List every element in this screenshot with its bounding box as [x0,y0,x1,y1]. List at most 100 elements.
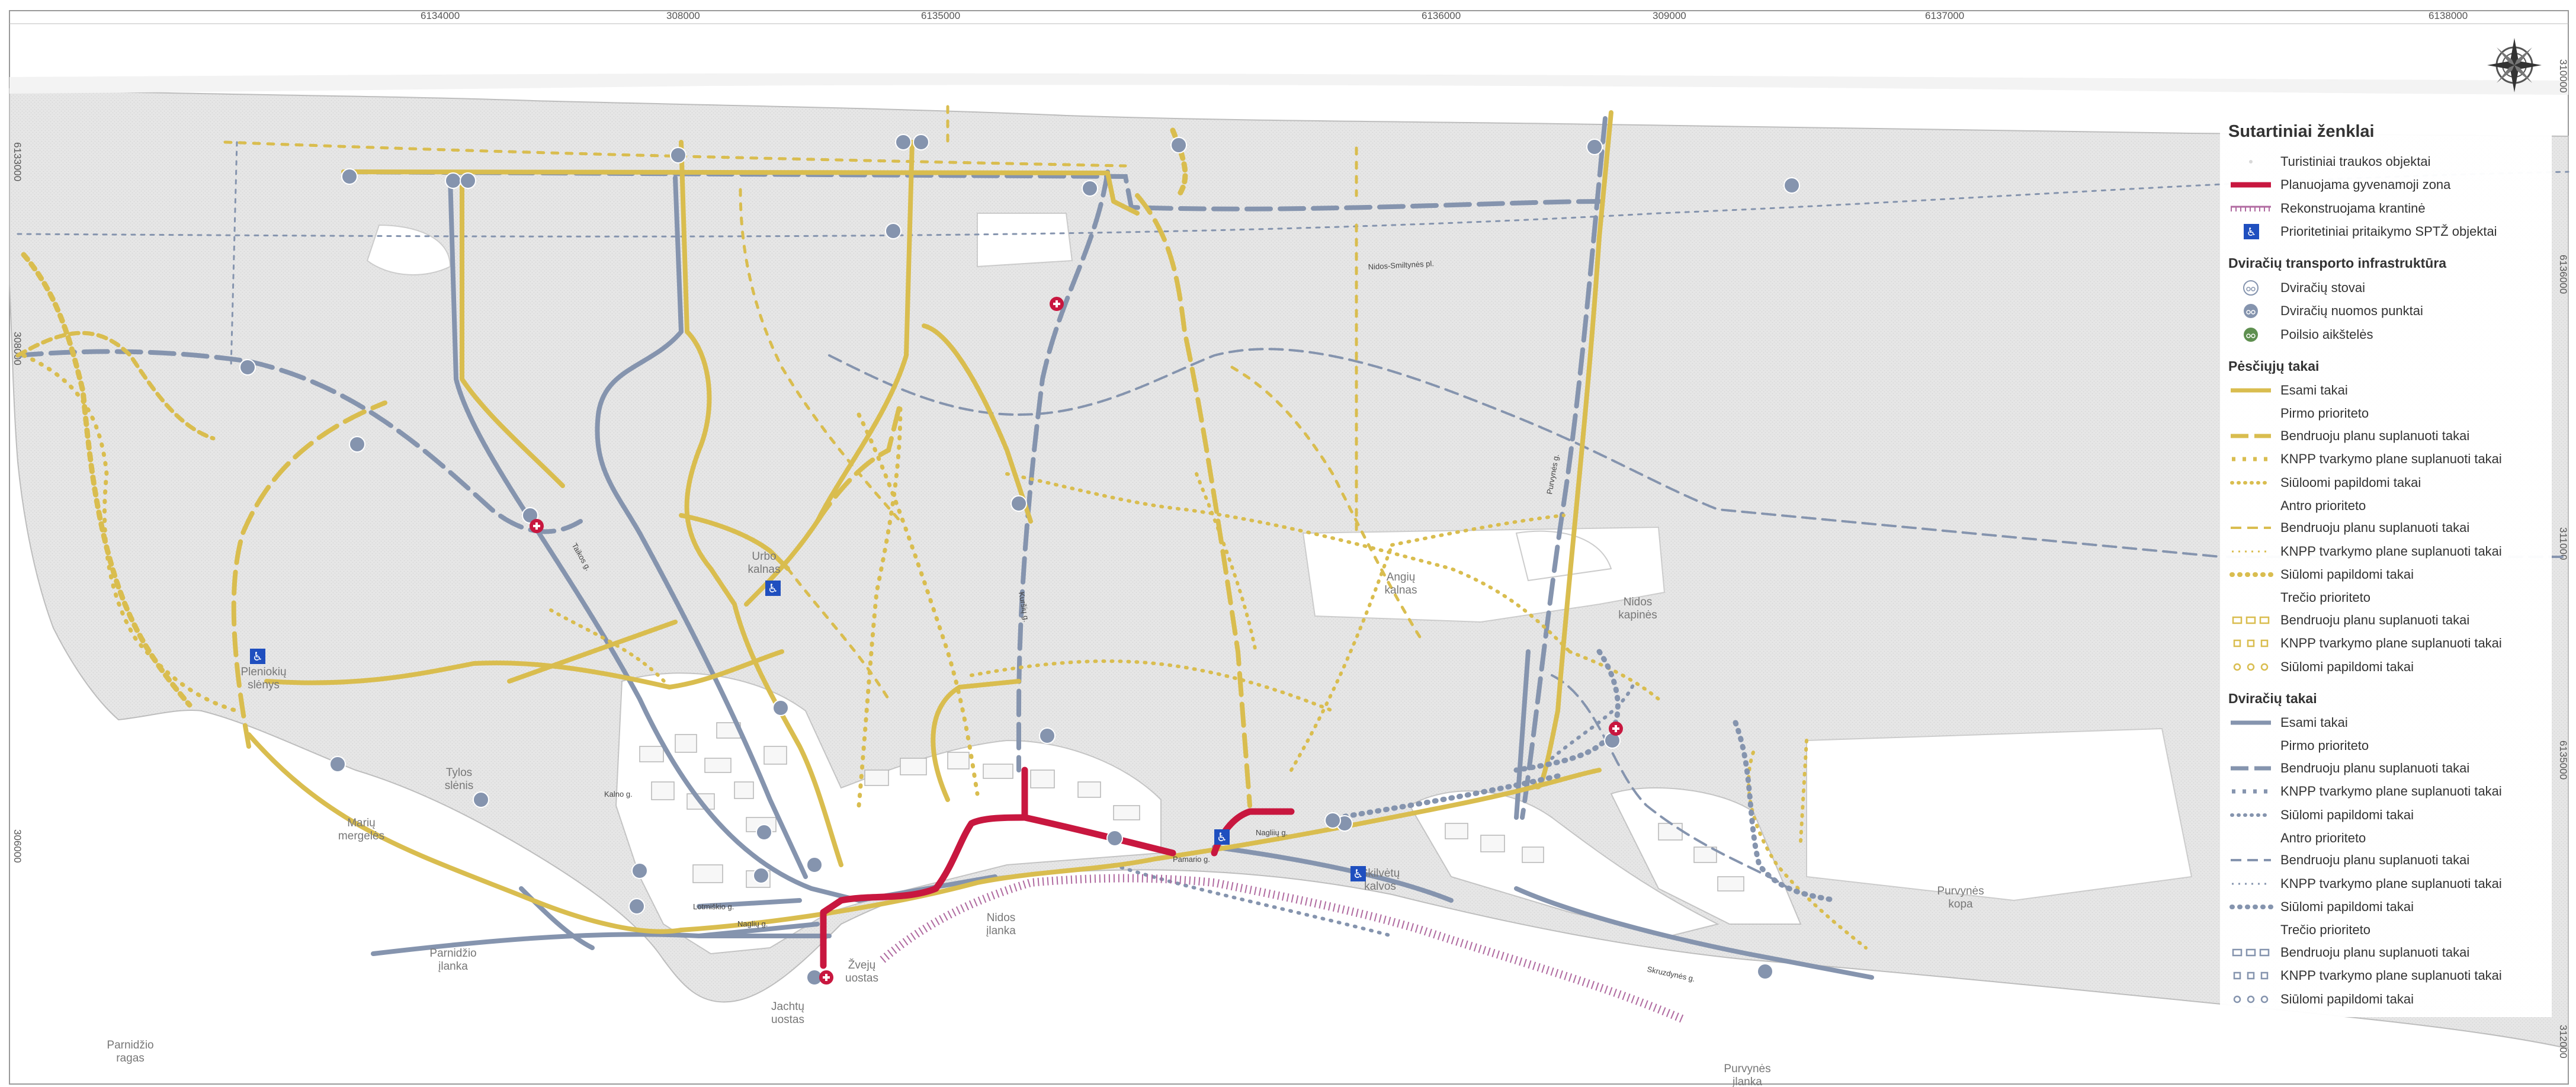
accessibility-icon[interactable]: ♿ [765,581,781,596]
place-label: Pleniokių [240,666,286,678]
walk-p1-proposed-line [2230,480,2273,485]
legend-label: Bendruoju planu suplanuoti takai [2280,944,2470,960]
legend-label: Siūlomi papildomi takai [2280,991,2414,1006]
bike-parking-icon[interactable] [460,172,476,189]
accessibility-icon[interactable]: ♿ [250,649,265,664]
walk-p3-general-line [2232,616,2270,624]
place-label: kopa [1948,898,1973,910]
place-label: įlanka [438,960,468,973]
bike-paths-existing [371,175,1874,980]
legend-row-quay: Rekonstruojama krantinė [2228,197,2546,220]
legend-row-walk-p1-general: Bendruoju planu suplanuoti takai [2228,424,2546,448]
accessibility-markers: ♿ ♿ ♿ ♿ [250,581,1366,881]
bike-parking-icon[interactable] [895,134,912,150]
walk-p2-knpp-line [2232,550,2271,553]
bike-parking-icon[interactable] [631,862,648,879]
bike-parking-icon[interactable] [522,507,538,524]
street-label: Naglių g. [737,919,768,928]
bike-parking-icon[interactable] [1586,139,1603,155]
quay-line-icon [2231,206,2271,211]
compass-rose-icon [2487,38,2542,92]
bike-parking-icon[interactable] [885,223,902,239]
place-label: slėnis [445,780,474,792]
accessibility-icon[interactable]: ♿ [1214,829,1230,845]
bike-parking-icon[interactable] [1106,830,1123,846]
beach-band [9,73,2568,95]
coord-label: 6136000 [1422,10,1461,21]
place-label: mergelės [338,830,384,842]
legend-priority: Trečio prioriteto [2280,922,2371,937]
legend-row-walk-p3-general: Bendruoju planu suplanuoti takai [2228,608,2546,632]
first-aid-icon[interactable] [819,970,833,985]
bike-parking-icon[interactable] [772,700,789,716]
legend-row-bike-rental: Dviračių nuomos punktai [2228,300,2546,323]
bike-parking-icon[interactable] [341,168,358,185]
legend-row-bike-p1-proposed: Siūlomi papildomi takai [2228,803,2546,827]
bike-parking-icon[interactable] [1039,727,1056,744]
legend-row-bike-p3-general: Bendruoju planu suplanuoti takai [2228,941,2546,964]
coord-label: 309000 [1653,10,1686,21]
bike-parking-icon [2243,280,2259,296]
legend-row-bike-p3-proposed: Siūlomi papildomi takai [2228,987,2546,1011]
street-label: Lotmiškio g. [693,902,734,911]
svg-text:♿: ♿ [252,649,263,663]
coord-label: 308000 [12,332,23,365]
first-aid-icon[interactable] [1609,722,1623,736]
coord-label: 6137000 [1925,10,1964,21]
bike-parking-icon[interactable] [1757,963,1773,980]
bike-parking-icon[interactable] [756,824,772,841]
place-label: Parnidžio [107,1039,153,1051]
bike-p1-knpp-line [2232,789,2271,794]
walk-p2-general-line [2231,527,2271,530]
legend-heading-bike-infra: Dviračių transporto infrastruktūra [2228,255,2447,271]
bike-parking-markers [239,134,1800,986]
legend-label: KNPP tvarkymo plane suplanuoti takai [2280,876,2502,891]
legend-label: Esami takai [2280,715,2348,730]
legend-row-bike-p3-knpp: KNPP tvarkymo plane suplanuoti takai [2228,964,2546,988]
bike-parking-icon[interactable] [349,436,365,453]
bike-parking-icon[interactable] [628,898,645,915]
legend-label: Esami takai [2280,383,2348,398]
bike-parking-icon[interactable] [670,147,686,163]
legend-label: Siūloomi papildomi takai [2280,474,2421,490]
bike-parking-icon[interactable] [913,134,929,150]
bike-parking-icon[interactable] [239,359,256,376]
place-labels: Urbo kalnas Angių kalnas Nidos kapinės P… [107,550,1984,1087]
legend-row-walk-p1-knpp: KNPP tvarkymo plane suplanuoti takai [2228,448,2546,472]
walk-p2-proposed-line [2229,572,2273,578]
legend-row-bike-p1-general: Bendruoju planu suplanuoti takai [2228,756,2546,780]
bike-parking-icon[interactable] [1324,812,1341,829]
legend-label: Bendruoju planu suplanuoti takai [2280,612,2470,627]
bike-parking-icon[interactable] [1170,137,1187,153]
coord-label: 312000 [2558,1025,2569,1059]
legend-label: Prioritetiniai pritaikymo SPTŽ objektai [2280,224,2497,239]
first-aid-icon[interactable] [1050,297,1064,311]
bike-parking-icon[interactable] [329,756,346,772]
bike-parking-icon[interactable] [753,867,769,884]
coord-label: 6136000 [2558,255,2569,294]
place-label: Jachtų [771,1001,804,1013]
legend-label: KNPP tvarkymo plane suplanuoti takai [2280,636,2502,651]
bike-parking-icon[interactable] [1010,495,1027,512]
legend-row-walk-p3-proposed: Siūlomi papildomi takai [2228,655,2546,679]
bike-parking-icon[interactable] [1783,177,1800,194]
bike-rental-icon [2244,304,2258,319]
bike-p2-general-line [2231,859,2271,862]
bike-p3-proposed-line [2233,995,2269,1003]
legend-label: KNPP tvarkymo plane suplanuoti takai [2280,784,2502,799]
legend-row-rest-area: Poilsio aikštelės [2228,323,2546,347]
bike-parking-icon[interactable] [1082,180,1098,197]
bike-parking-icon[interactable] [806,857,823,873]
place-label: Purvynės [1724,1063,1770,1075]
accessibility-icon[interactable]: ♿ [1350,866,1366,881]
place-label: uostas [845,972,878,985]
bike-parking-icon[interactable] [445,172,461,189]
first-aid-icon[interactable] [530,519,544,533]
walk-p3-proposed-line [2233,663,2269,671]
walk-p3-knpp-line [2233,640,2269,647]
bike-parking-icon[interactable] [473,791,489,808]
walk-paths-planned [15,105,1868,950]
planned-residential-zone [820,767,1295,969]
